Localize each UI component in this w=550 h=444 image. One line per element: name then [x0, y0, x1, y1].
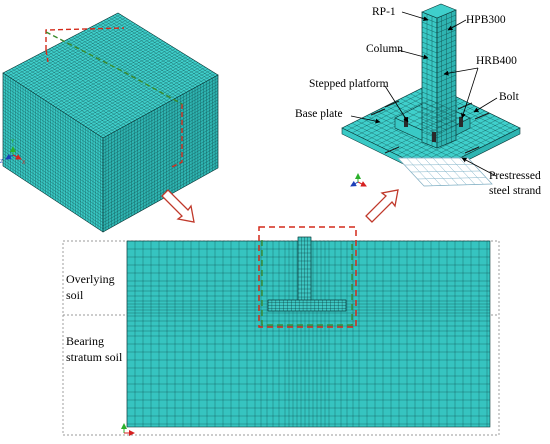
axis-y-label: Y: [11, 139, 15, 145]
axis-x-label: X: [22, 160, 26, 166]
section-2d-mesh: Overlying soil Bearing stratum soil: [62, 226, 500, 436]
section-red-dash-outline: [258, 226, 357, 328]
label-overlying-soil: soil: [66, 288, 84, 302]
column-mesh-lines: [394, 9, 471, 149]
section-column-mesh-lines: [297, 236, 312, 302]
soil-block-mesh-lines: [2, 12, 219, 233]
prestressed-strand-mesh-lines: [397, 157, 493, 187]
axis-triad-top-right: [350, 173, 367, 187]
axis-z-label: Z: [0, 159, 3, 165]
label-rp-1: RP-1: [372, 6, 396, 18]
arrow-to-left-view: [161, 189, 195, 223]
soil-block-green-dash-outline: [45, 31, 183, 105]
label-prestressed: Prestressed: [489, 170, 541, 182]
foundation-3d-mesh: RP-1 HPB300 Column HRB400 Stepped platfo…: [295, 3, 541, 197]
leader-lines: [350, 11, 498, 177]
label-column: Column: [366, 43, 403, 55]
label-bearing-stratum-soil: stratum soil: [66, 350, 123, 364]
soil-block-red-dash-outline: [45, 27, 125, 63]
label-hpb300: HPB300: [466, 14, 506, 26]
arrow-to-right-view: [365, 189, 399, 223]
axis-triad-top-left: Y X Z: [0, 139, 26, 166]
axis-triad-bottom: [121, 423, 135, 436]
label-steel-strand: steel strand: [489, 185, 541, 197]
label-hrb400: HRB400: [476, 55, 517, 67]
label-overlying: Overlying: [66, 272, 115, 286]
label-bearing: Bearing: [66, 334, 104, 348]
label-base-plate: Base plate: [295, 108, 343, 120]
section-green-dash-outline: [261, 240, 353, 326]
label-stepped-platform: Stepped platform: [309, 78, 389, 90]
section-base-mesh-lines: [267, 299, 347, 312]
soil-block-red-dash-outline-lower: [169, 104, 183, 169]
label-bolt: Bolt: [499, 91, 520, 103]
soil-block-3d-mesh: Y X Z: [0, 12, 219, 233]
